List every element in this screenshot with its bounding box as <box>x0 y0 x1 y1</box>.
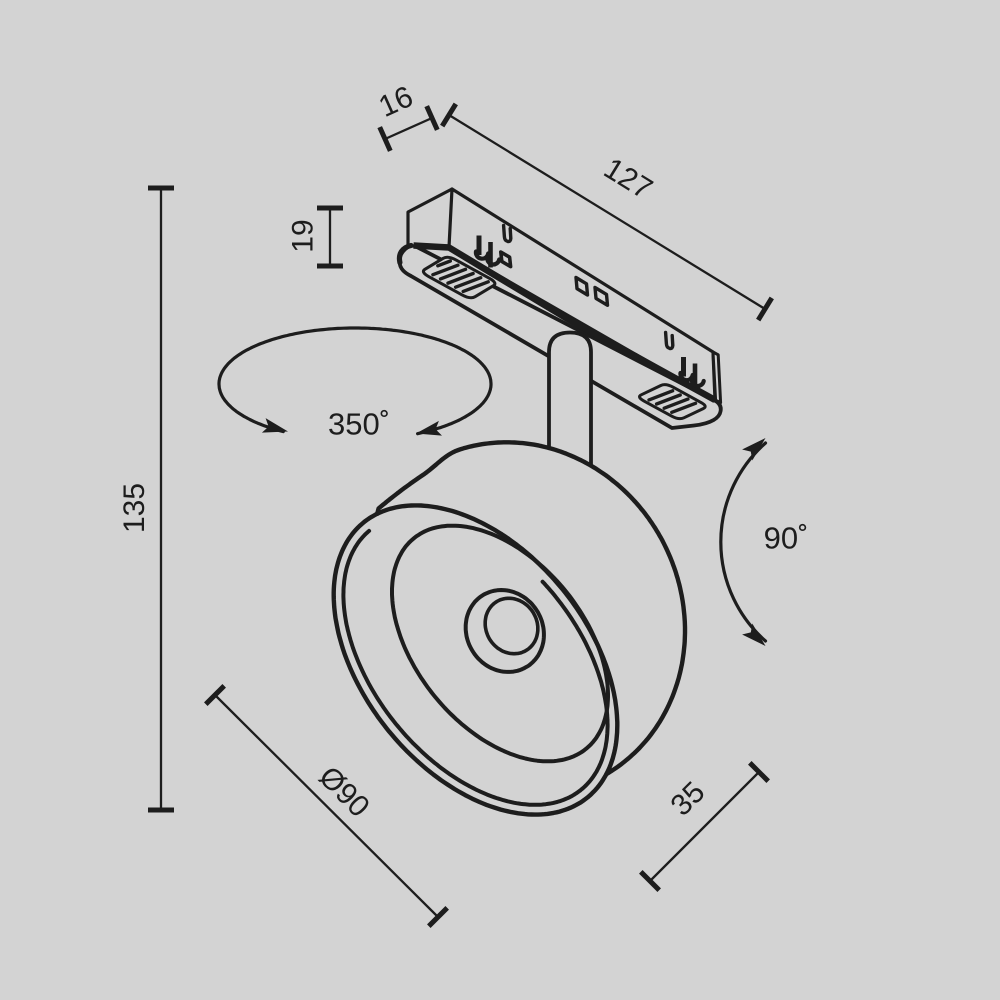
svg-text:135: 135 <box>118 483 151 533</box>
svg-text:19: 19 <box>287 219 320 252</box>
svg-text:350˚: 350˚ <box>328 407 390 442</box>
svg-text:90˚: 90˚ <box>764 521 809 556</box>
